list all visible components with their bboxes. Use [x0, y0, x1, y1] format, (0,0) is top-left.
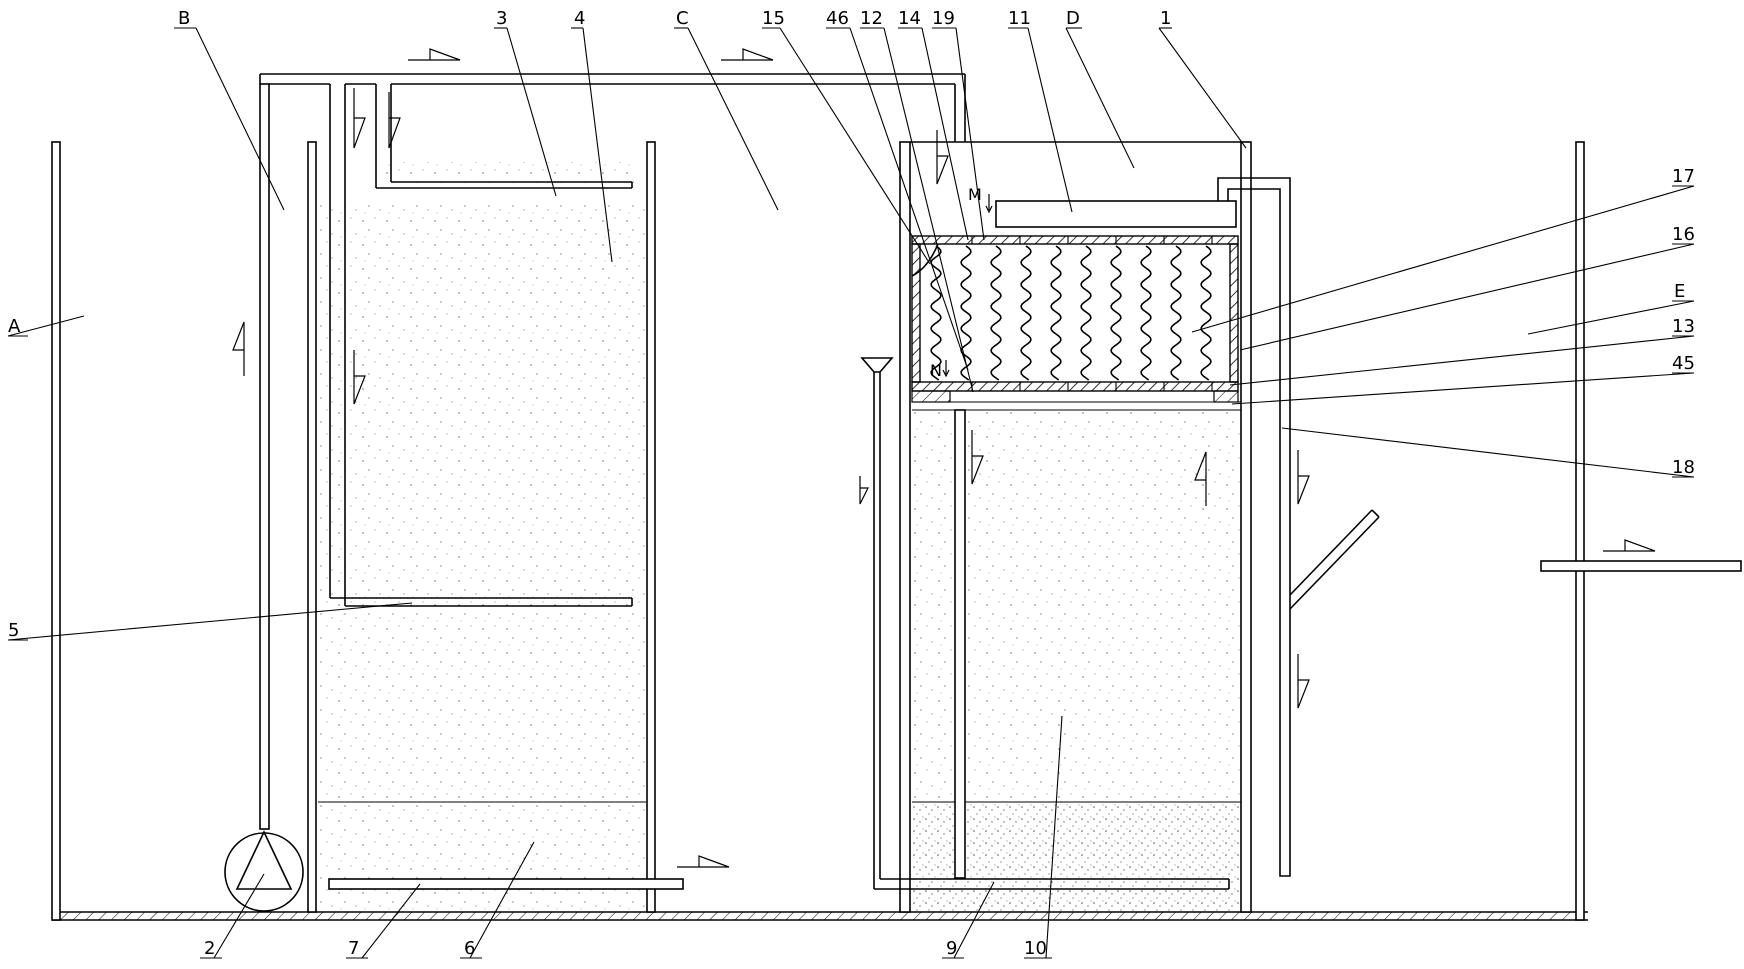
label-14: 14 — [898, 8, 921, 29]
wall-outer-right — [1575, 141, 1585, 921]
label-3: 3 — [496, 8, 507, 29]
label-5: 5 — [8, 620, 19, 641]
label-1: 1 — [1160, 8, 1171, 29]
fiber-elements-17 — [930, 245, 1212, 381]
label-d: D — [1066, 8, 1080, 29]
fiber-element — [1050, 245, 1062, 381]
label-19: 19 — [932, 8, 955, 29]
fiber-element — [1080, 245, 1092, 381]
label-16: 16 — [1672, 224, 1695, 245]
wall-d-right — [1240, 141, 1252, 913]
bottom-media-9 — [912, 802, 1242, 912]
label-n: N — [930, 361, 942, 380]
pipe-1 — [1217, 177, 1291, 877]
flow-arrows — [232, 48, 1656, 868]
leader-lines — [7, 27, 1695, 959]
reactor-bottom-plate-13 — [911, 381, 1239, 392]
media-upper-3 — [384, 162, 634, 184]
label-18: 18 — [1672, 457, 1695, 478]
label-b: B — [178, 8, 190, 29]
label-10: 10 — [1024, 938, 1047, 959]
label-6: 6 — [464, 938, 475, 959]
funnel — [860, 357, 894, 373]
inlet-arc-15 — [911, 243, 939, 277]
plate-notches — [971, 236, 1213, 391]
label-15: 15 — [762, 8, 785, 29]
pad-right-45 — [1213, 390, 1239, 403]
label-45: 45 — [1672, 353, 1695, 374]
label-2: 2 — [204, 938, 215, 959]
wall-c-left — [646, 141, 656, 913]
label-e: E — [1674, 281, 1685, 302]
outlet-pipe — [1540, 560, 1742, 572]
fiber-element — [960, 245, 972, 381]
fiber-element — [1170, 245, 1182, 381]
pad-left — [911, 390, 951, 403]
pipe-7 — [328, 878, 684, 890]
wall-d-left — [899, 141, 911, 913]
label-a: A — [8, 316, 21, 337]
fiber-element — [990, 245, 1002, 381]
riser-pipe-b — [259, 83, 270, 830]
fiber-element — [1020, 245, 1032, 381]
tray-11 — [995, 200, 1237, 228]
label-7: 7 — [348, 938, 359, 959]
media-zone-4 — [318, 202, 646, 602]
fiber-element — [930, 245, 942, 381]
label-underlines — [8, 27, 1694, 959]
pump-2 — [224, 832, 304, 912]
media-zone-10 — [912, 410, 1242, 802]
pump-triangle — [235, 830, 293, 890]
reactor-top-plate-12 — [911, 235, 1239, 245]
label-c: C — [676, 8, 689, 29]
label-9: 9 — [946, 938, 957, 959]
fiber-element — [1200, 245, 1212, 381]
fiber-element — [1140, 245, 1152, 381]
label-11: 11 — [1008, 8, 1031, 29]
pipe-n — [954, 409, 966, 879]
label-12: 12 — [860, 8, 883, 29]
wall-b — [307, 141, 317, 913]
wall-outer-left — [51, 141, 61, 921]
label-4: 4 — [574, 8, 585, 29]
settle-zone-6 — [318, 602, 646, 912]
label-13: 13 — [1672, 316, 1695, 337]
reactor-left-wall — [911, 243, 921, 383]
label-m: M — [968, 185, 982, 204]
base-hatch — [52, 912, 1588, 920]
label-17: 17 — [1672, 166, 1695, 187]
label-46: 46 — [826, 8, 849, 29]
reactor-right-wall-16 — [1229, 243, 1239, 383]
fiber-element — [1110, 245, 1122, 381]
